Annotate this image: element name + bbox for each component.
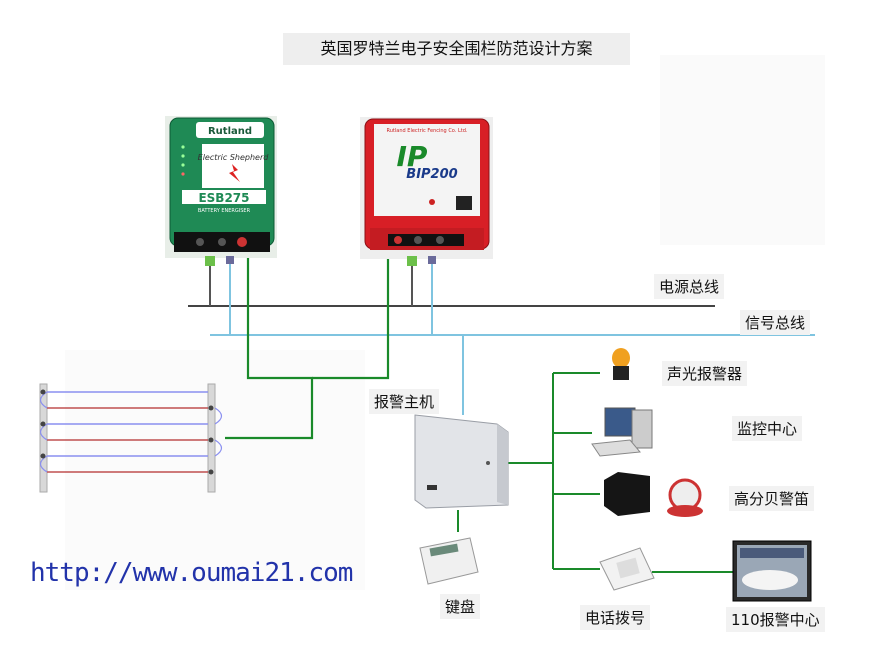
- connector-plug: [205, 256, 215, 266]
- cabinet-side: [497, 424, 508, 505]
- siren-label: 高分贝警笛: [729, 486, 815, 511]
- pc-tower-icon: [631, 409, 653, 449]
- fence-loop: [214, 407, 223, 425]
- lightning-icon: [229, 164, 240, 182]
- insulator: [208, 437, 214, 443]
- police-car-icon: [742, 570, 798, 590]
- sound-light-alarm-label: 声光报警器: [662, 361, 748, 386]
- keypad-device: [419, 537, 479, 585]
- terminal-knob: [218, 238, 226, 246]
- police-car-row: [740, 548, 804, 558]
- bip200-model: BIP200: [406, 167, 457, 182]
- page-title: 英国罗特兰电子安全围栏防范设计方案: [283, 33, 630, 65]
- website-url: http://www.oumai21.com: [30, 558, 353, 588]
- cabinet-lock: [486, 461, 490, 465]
- phone-dialer-device: [599, 547, 655, 591]
- cabinet-body: [414, 414, 509, 509]
- bip200-terminal-strip: [388, 234, 464, 246]
- strobe-base: [613, 366, 629, 380]
- insulator: [40, 453, 46, 459]
- indicator-led: [181, 154, 185, 158]
- siren-devices: [604, 472, 703, 517]
- terminal-knob: [237, 237, 247, 247]
- terminal-knob: [414, 236, 422, 244]
- terminal-knob: [394, 236, 402, 244]
- esb275-model-plate: [182, 190, 266, 204]
- strobe-siren-device: [612, 348, 630, 380]
- insulator: [208, 469, 214, 475]
- connector-plug: [226, 256, 234, 264]
- insulator: [40, 389, 46, 395]
- monitor-icon: [604, 407, 636, 437]
- terminal-knob: [436, 236, 444, 244]
- dome-siren-base: [667, 505, 703, 517]
- monitor-center-computer: [591, 407, 653, 457]
- phone-dialer-label: 电话拨号: [580, 605, 651, 630]
- insulator: [208, 405, 214, 411]
- alarm-host-label: 报警主机: [369, 389, 440, 414]
- esb275-logo-text: Electric Shepherd: [198, 153, 270, 162]
- dsc-logo-icon: [427, 485, 437, 490]
- keypad-display: [429, 543, 459, 557]
- esb275-subtitle: BATTERY ENERGISER: [198, 208, 251, 214]
- electric-fence: [39, 383, 223, 493]
- background-panel: [660, 55, 825, 245]
- ip-logo-icon: IP: [397, 140, 428, 173]
- power-bus-label: 电源总线: [654, 274, 725, 299]
- esb275-brand-box: [196, 122, 264, 138]
- connector-plug: [428, 256, 436, 264]
- keypad-body: [419, 537, 479, 585]
- indicator-led: [181, 145, 185, 149]
- connector-plug: [407, 256, 417, 266]
- terminal-knob: [196, 238, 204, 246]
- horn-siren-icon: [604, 472, 650, 516]
- esb275-model: ESB275: [198, 191, 249, 205]
- esb275-brand: Rutland: [208, 126, 252, 137]
- bip200-energiser: Rutland Electric Fencing Co. Ltd. IP BIP…: [360, 117, 493, 259]
- fence-loop: [214, 439, 223, 457]
- police-center-label: 110报警中心: [726, 607, 825, 632]
- indicator-led: [181, 163, 185, 167]
- insulator: [40, 421, 46, 427]
- ip-badge-icon: [456, 196, 472, 210]
- bip200-brand: Rutland Electric Fencing Co. Ltd.: [387, 128, 468, 134]
- alarm-led: [429, 199, 435, 205]
- police-center-photo: [732, 540, 812, 602]
- bip200-fence-wire: [312, 258, 390, 380]
- indicator-led: [181, 172, 185, 176]
- keyboard-icon: [591, 439, 641, 457]
- phone-keypad: [616, 557, 640, 579]
- esb275-energiser: Rutland Electric Shepherd ESB275 BATTERY…: [165, 116, 277, 258]
- strobe-light-icon: [612, 348, 630, 368]
- keypad-label: 键盘: [440, 594, 481, 619]
- monitor-center-label: 监控中心: [732, 416, 803, 441]
- signal-bus-label: 信号总线: [740, 310, 811, 335]
- alarm-host-cabinet: [414, 414, 509, 509]
